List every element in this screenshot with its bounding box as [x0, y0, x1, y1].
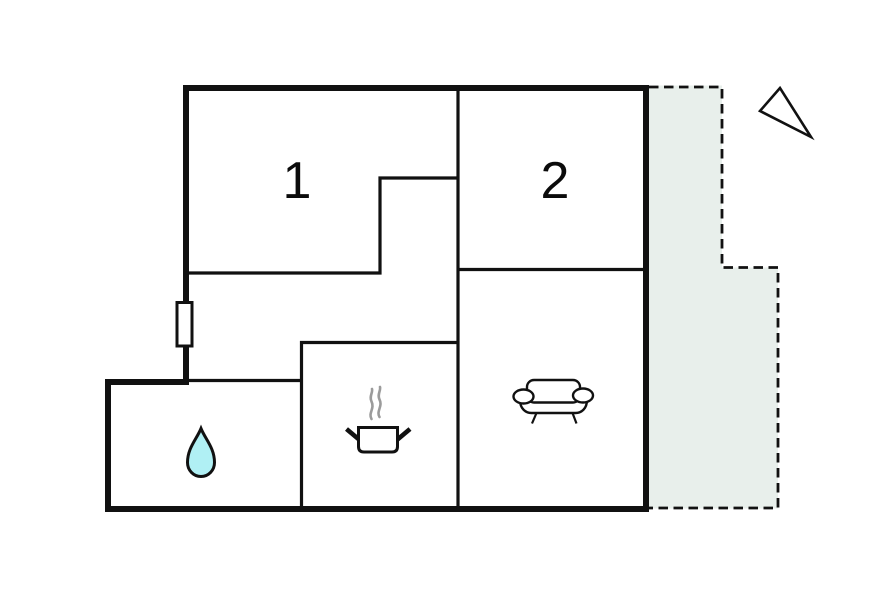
room-1-label: 1	[283, 152, 312, 210]
window-symbol	[175, 301, 194, 348]
north-arrow-icon	[757, 85, 815, 141]
wall-room1-bottom-notch	[186, 176, 458, 275]
cooking-pot-icon	[345, 426, 412, 454]
sofa-icon	[512, 378, 595, 424]
steam-icon	[369, 385, 382, 421]
water-drop-icon	[185, 424, 217, 479]
terrace-fill	[646, 85, 778, 509]
room-2-label: 2	[541, 152, 570, 210]
terrace-dashed-border	[649, 85, 780, 510]
terrace-area	[646, 85, 780, 510]
wall-kitchen	[299, 340, 458, 509]
